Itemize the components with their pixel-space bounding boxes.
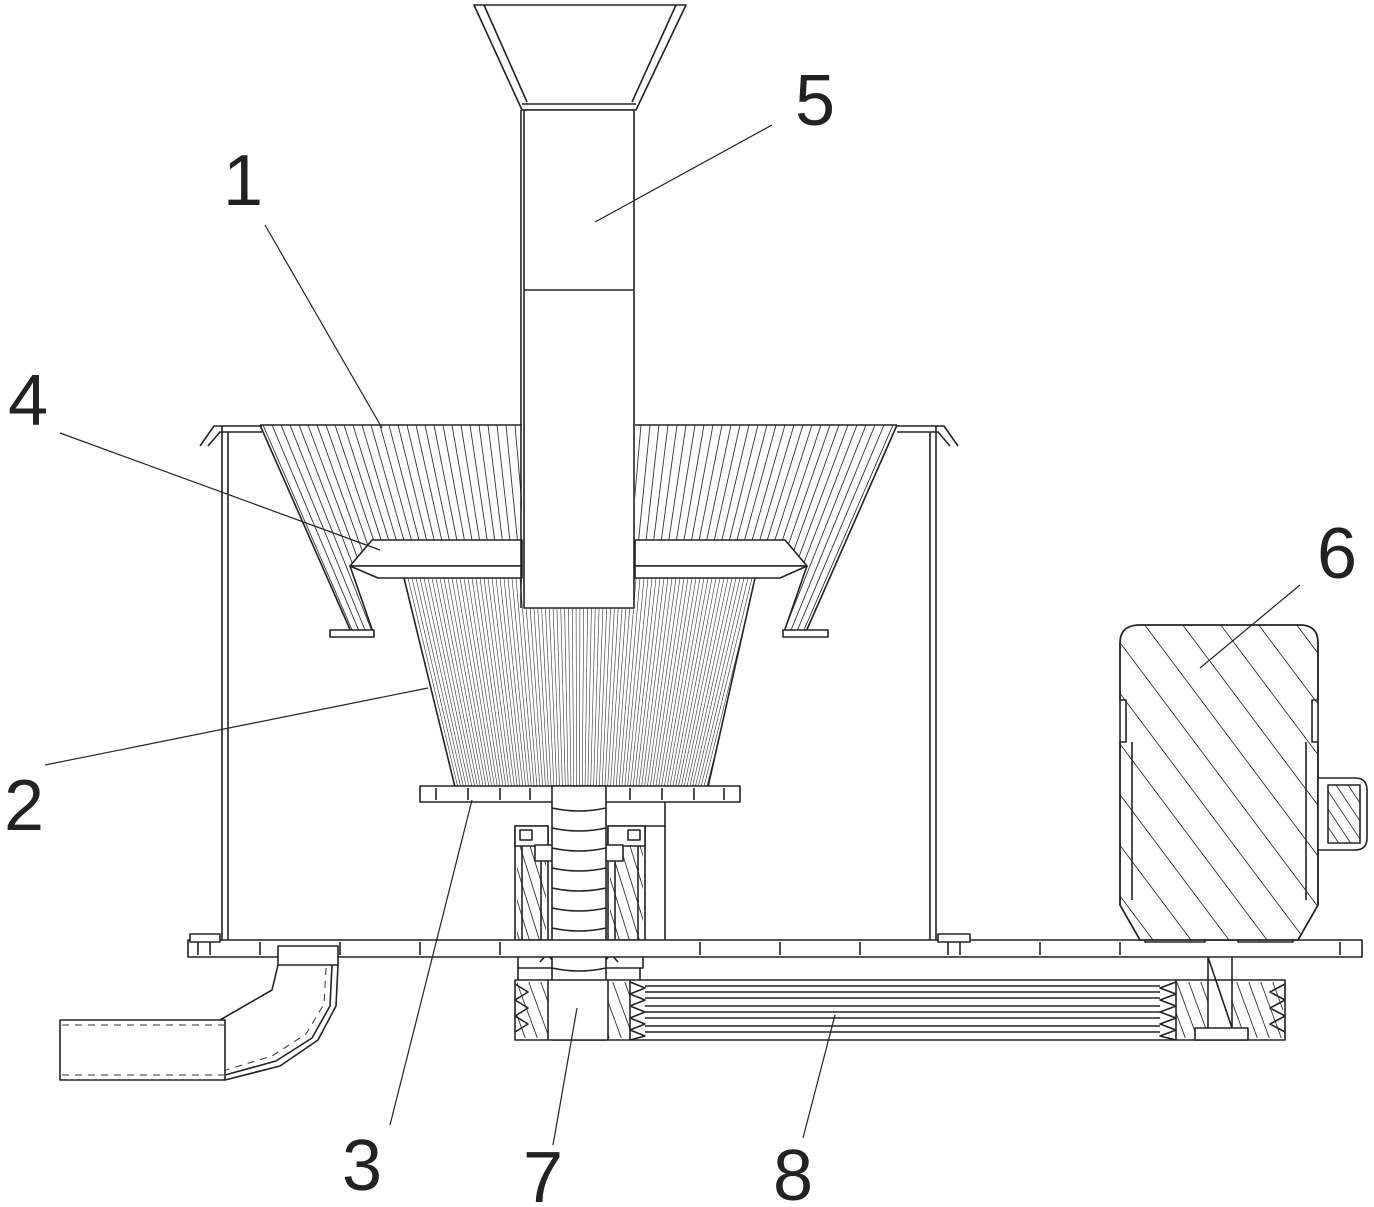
rotor-base-plate-ticks [435, 788, 725, 800]
label-part-4: 4 [8, 361, 48, 441]
belt-pulley-frame [514, 979, 1286, 1041]
housing-top-rim [199, 425, 959, 447]
feed-pipe-body [523, 109, 635, 609]
plate-left [349, 539, 523, 567]
discharge-outlet [59, 945, 339, 1081]
part-labels: 1 2 3 4 5 6 7 8 [4, 61, 1357, 1207]
belt-lines [645, 985, 1160, 1033]
motor-knob [1317, 777, 1368, 851]
motor-body-outline [1119, 624, 1319, 941]
bearing-inner-lines [521, 802, 666, 942]
motor-body-fill [1119, 624, 1319, 941]
leader-lines [44, 124, 1301, 1146]
motor-hatching [1120, 625, 1318, 940]
machine-base-plate [187, 933, 1363, 958]
base-plate-ticks [197, 942, 1341, 955]
lower-cone-outline [403, 577, 756, 788]
leader-8 [802, 1014, 836, 1139]
belt-grooves [514, 981, 1286, 1041]
bearing-cap-top-right [607, 825, 646, 847]
label-part-7: 7 [523, 1138, 563, 1207]
belt-drive-8 [514, 933, 1294, 1041]
motor-knob-inner [1327, 784, 1361, 844]
label-part-8: 8 [773, 1136, 813, 1207]
leader-4 [59, 432, 381, 551]
motor-6 [1119, 624, 1368, 941]
upper-cone-ledges [329, 629, 829, 638]
motor-shaft [1207, 956, 1233, 1029]
pulley-divisions [547, 980, 1177, 1040]
base-flange-left [189, 933, 221, 943]
base-flange-right [937, 933, 971, 943]
feed-pipe-lines [520, 110, 634, 608]
leader-6 [1199, 584, 1301, 669]
outlet-pipe-hatch [62, 1024, 224, 1076]
motor-knob-hatching [1328, 785, 1360, 843]
label-part-3: 3 [342, 1126, 382, 1206]
outlet-bend [219, 964, 339, 1081]
leader-7 [552, 1007, 578, 1146]
distribution-plate-4 [349, 539, 808, 579]
base-plate [187, 939, 1363, 958]
lower-cone-2 [403, 577, 756, 788]
label-part-6: 6 [1317, 514, 1357, 594]
plate-right [634, 539, 808, 567]
outlet-connector [277, 945, 339, 966]
housing [199, 425, 959, 942]
leader-3 [389, 799, 473, 1126]
plate-under-band [349, 565, 808, 579]
outlet-pipe [59, 1019, 226, 1081]
motor-shaft-collar [1194, 1027, 1249, 1041]
leader-1 [264, 224, 383, 429]
feed-funnel-inner-lines [483, 4, 677, 105]
upper-cone-outline [259, 424, 898, 635]
housing-walls [221, 432, 937, 942]
label-part-1: 1 [223, 141, 263, 221]
bearing-nut-left [534, 844, 554, 862]
feed-funnel [473, 4, 687, 111]
leader-5 [594, 124, 773, 223]
label-part-5: 5 [795, 61, 835, 141]
label-part-2: 2 [4, 766, 44, 846]
feed-pipe-5 [473, 4, 687, 609]
outlet-bend-hatch [225, 967, 327, 1071]
leader-2 [44, 687, 429, 766]
